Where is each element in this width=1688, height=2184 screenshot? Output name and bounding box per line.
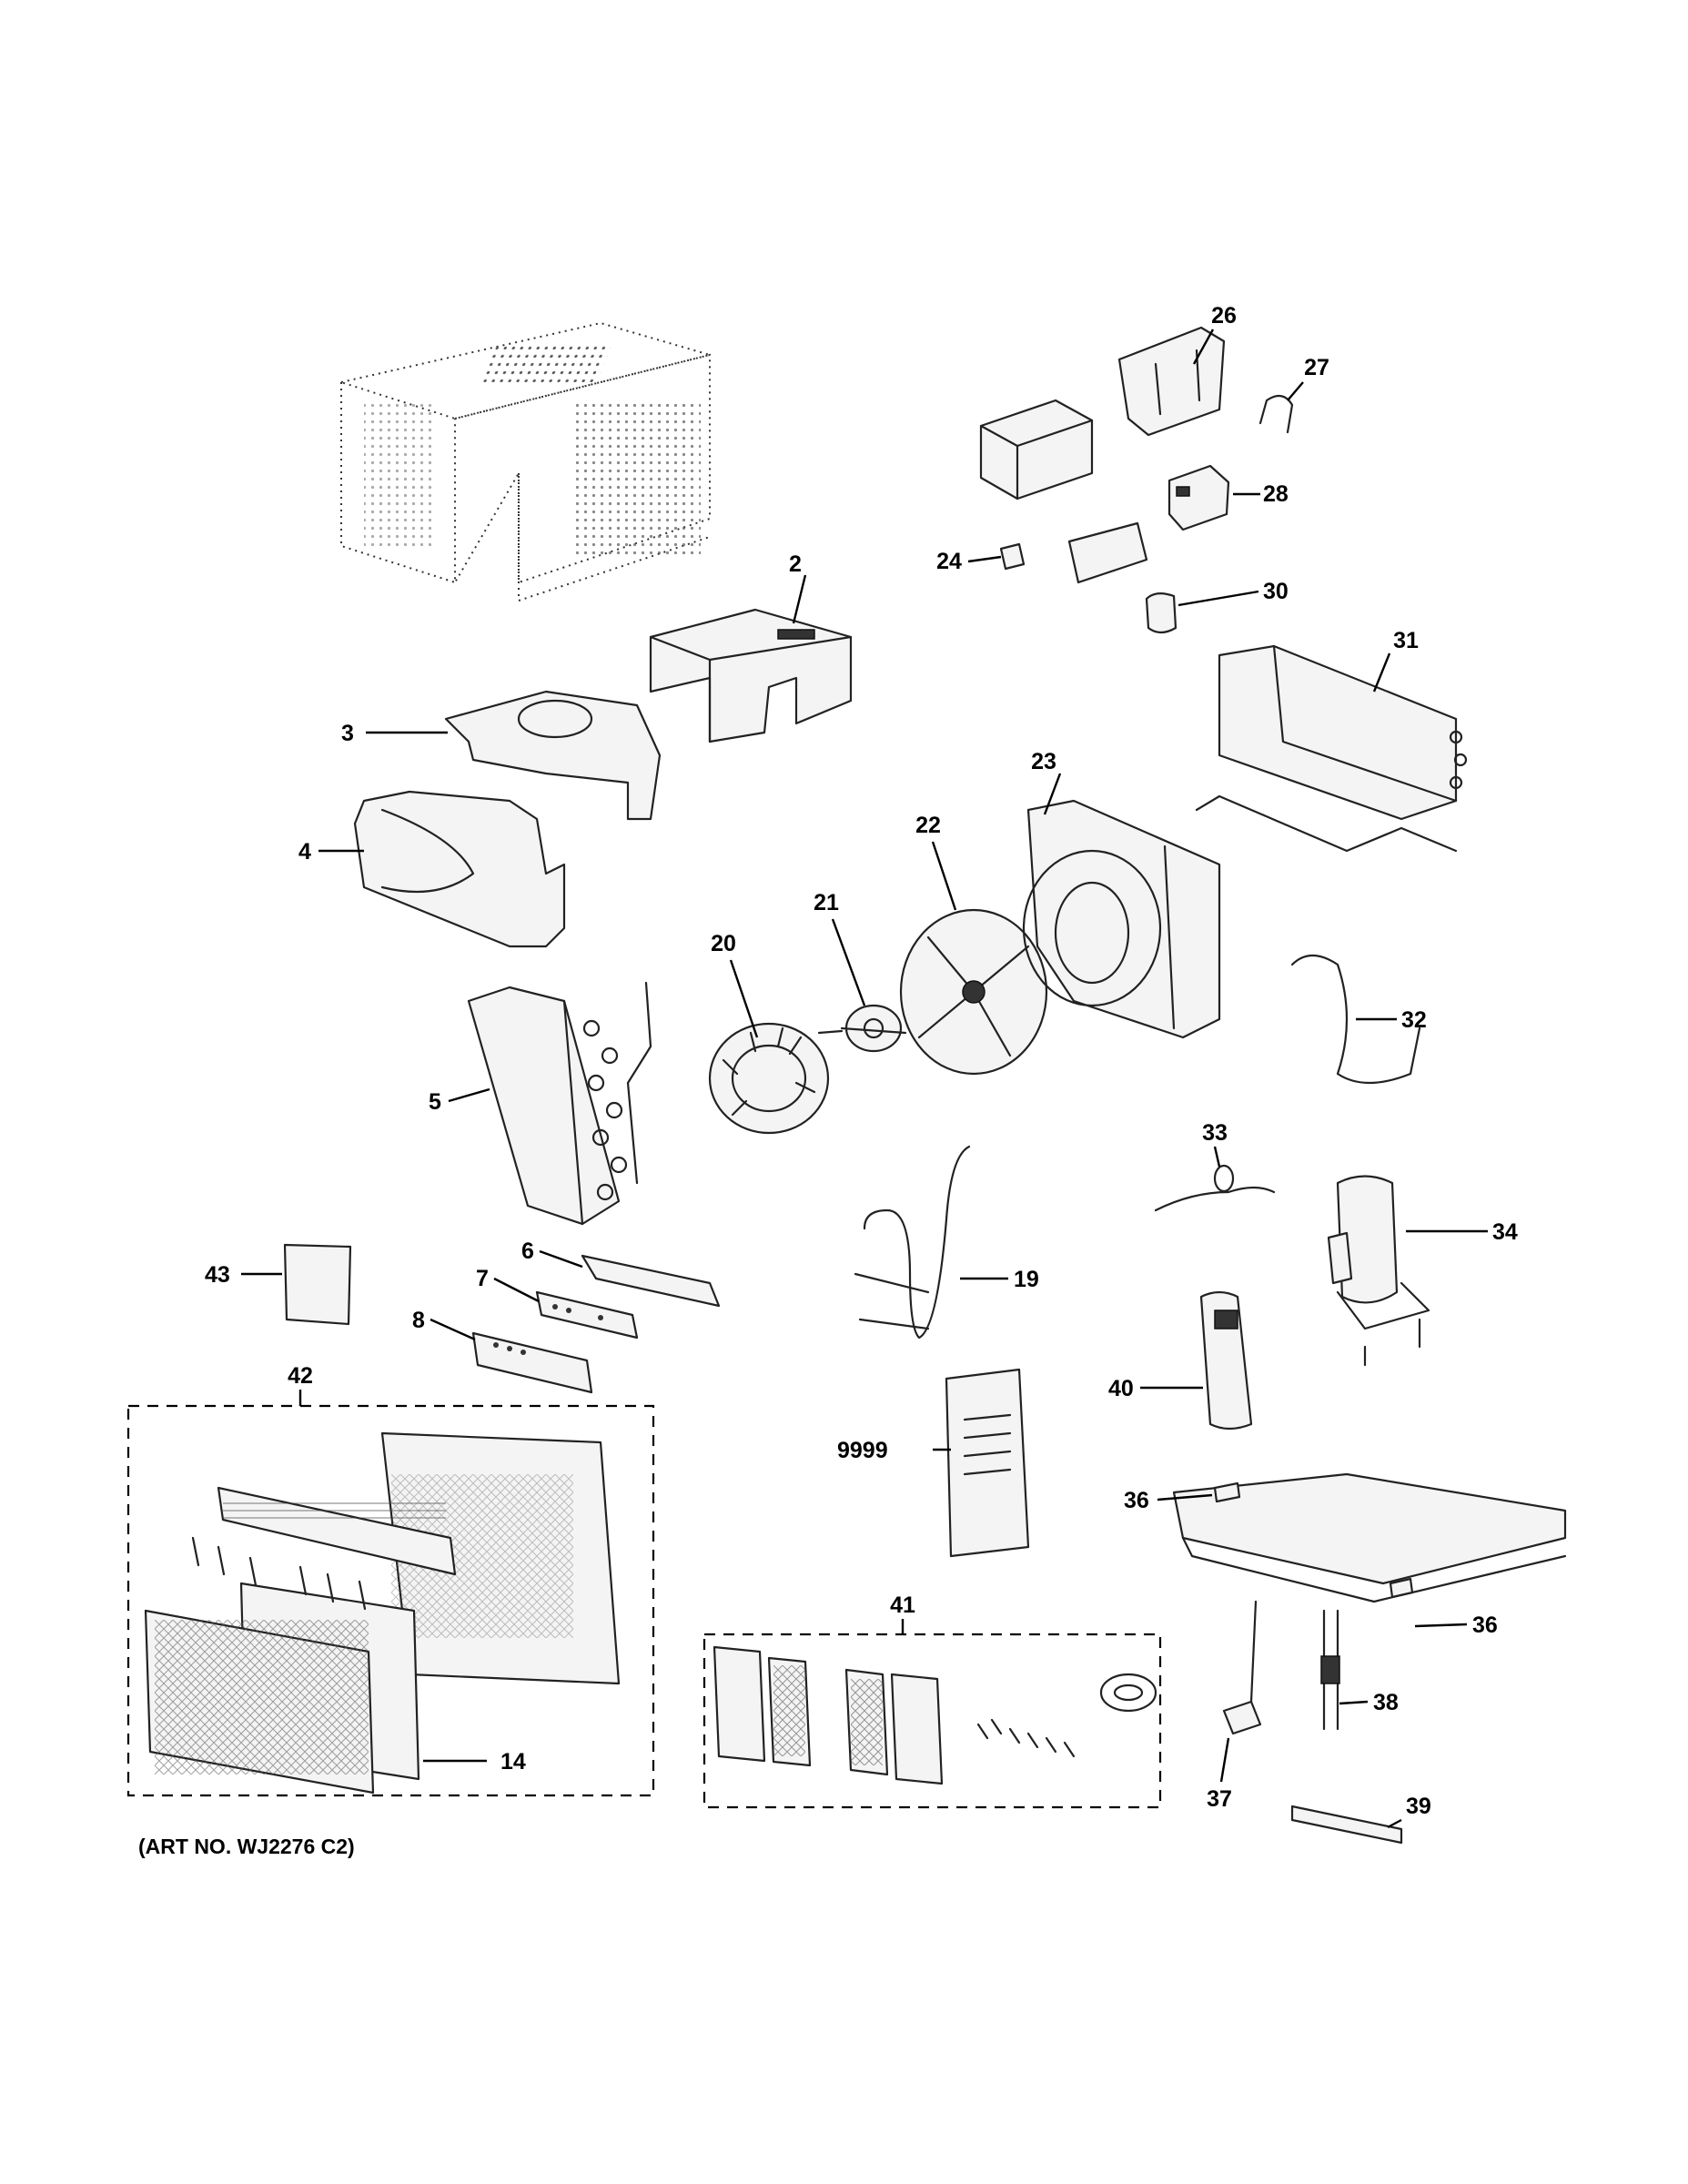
callout-33: 33	[1202, 1120, 1228, 1146]
part-41-window-kit	[702, 1633, 1162, 1809]
art-number: (ART NO. WJ2276 C2)	[138, 1835, 355, 1858]
callout-41: 41	[890, 1592, 915, 1618]
callout-32: 32	[1401, 1007, 1427, 1033]
part-3-scroll-top	[444, 690, 662, 821]
part-31-condenser-coil	[1195, 644, 1468, 853]
part-42-front-assembly	[126, 1404, 655, 1797]
callout-6: 6	[521, 1239, 534, 1264]
callout-2: 2	[789, 551, 802, 577]
callout-39: 39	[1406, 1794, 1431, 1819]
part-32-tube	[1290, 954, 1421, 1085]
control-board-parts	[471, 1254, 721, 1394]
callout-24: 24	[936, 549, 962, 574]
callout-3: 3	[341, 721, 354, 746]
leader-lines	[241, 329, 1488, 1829]
callout-22: 22	[915, 813, 941, 838]
base-pan-parts	[1172, 1472, 1567, 1845]
callout-36-bottom: 36	[1472, 1613, 1498, 1638]
part-9999-manual	[945, 1368, 1030, 1558]
callout-23: 23	[1031, 749, 1056, 774]
part-5-evaporator-coil	[467, 981, 652, 1226]
callout-labels: 2 3 4 5 6 7 8 14 19 20 21 22 23 24 26 27…	[205, 303, 1518, 1819]
callout-19: 19	[1014, 1267, 1039, 1292]
callout-8: 8	[412, 1308, 425, 1333]
part-33-capillary	[1154, 1164, 1276, 1212]
callout-30: 30	[1263, 579, 1289, 604]
callout-42: 42	[288, 1363, 313, 1389]
cabinet-wrapper	[338, 321, 713, 602]
callout-38: 38	[1373, 1690, 1399, 1715]
callout-36-top: 36	[1124, 1488, 1149, 1513]
callout-43: 43	[205, 1262, 230, 1288]
callout-34: 34	[1492, 1219, 1518, 1245]
part-19-tube	[854, 1145, 971, 1340]
part-4-scroll-housing	[353, 790, 566, 948]
callout-28: 28	[1263, 481, 1289, 507]
callout-31: 31	[1393, 628, 1419, 653]
part-23-shroud	[1022, 799, 1221, 1039]
part-43-card	[283, 1243, 352, 1326]
callout-7: 7	[476, 1266, 489, 1291]
part-34-compressor	[1327, 1175, 1430, 1367]
callout-27: 27	[1304, 355, 1329, 380]
part-21-fan-motor	[817, 1004, 907, 1053]
control-box-parts	[979, 326, 1294, 634]
callout-20: 20	[711, 931, 736, 956]
part-22-fan-blade	[899, 908, 1048, 1076]
callout-14: 14	[500, 1749, 526, 1774]
callout-26: 26	[1211, 303, 1237, 329]
part-20-blower-wheel	[708, 1022, 830, 1135]
callout-5: 5	[429, 1089, 441, 1115]
callout-40: 40	[1108, 1376, 1134, 1401]
part-40-remote	[1199, 1290, 1253, 1431]
callout-9999: 9999	[837, 1438, 888, 1463]
callout-21: 21	[814, 890, 839, 915]
part-2-cover	[649, 608, 853, 743]
callout-4: 4	[298, 839, 311, 864]
callout-37: 37	[1207, 1786, 1232, 1812]
